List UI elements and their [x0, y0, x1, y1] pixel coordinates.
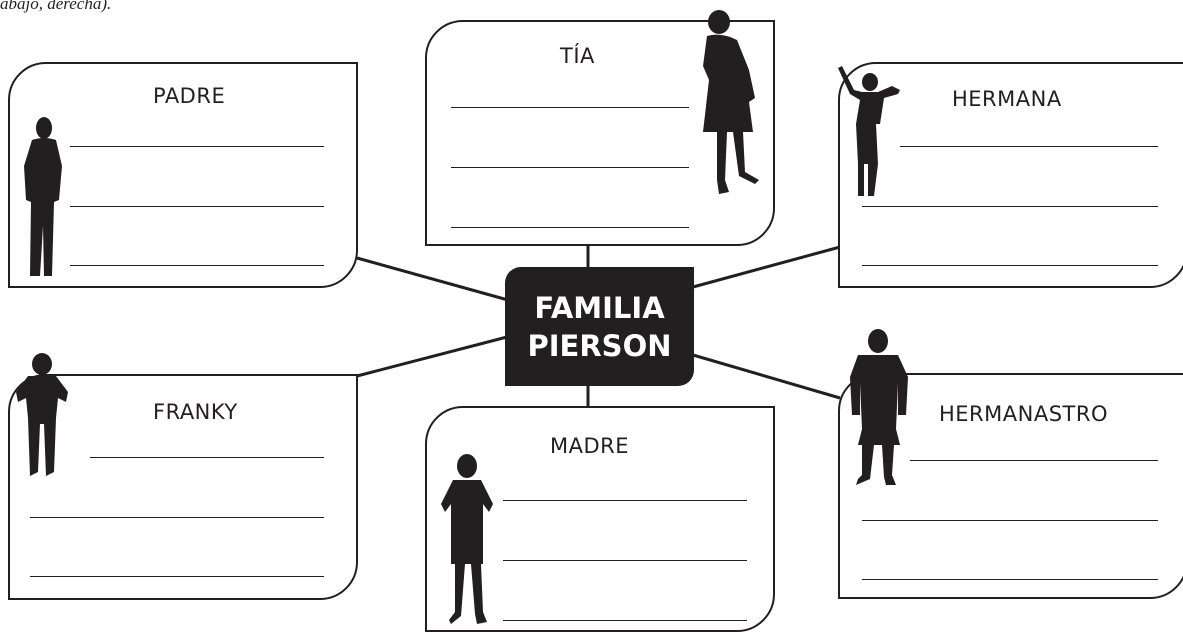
sister-silhouette-icon [838, 66, 900, 196]
hermana-label: HERMANA [952, 87, 1062, 111]
madre-answer-line-3[interactable] [503, 620, 747, 621]
connector-hermanastro [692, 353, 841, 400]
franky-answer-line-3[interactable] [30, 576, 324, 577]
hermanastro-label: HERMANASTRO [939, 402, 1108, 426]
madre-label: MADRE [550, 434, 630, 458]
tia-answer-line-3[interactable] [451, 227, 689, 228]
madre-box: MADRE [425, 406, 775, 632]
father-silhouette-icon [24, 117, 62, 276]
franky-answer-line-2[interactable] [30, 517, 324, 518]
center-title-line-2: PIERSON [527, 328, 672, 363]
hermana-box: HERMANA [838, 62, 1183, 288]
franky-label: FRANKY [153, 400, 238, 424]
franky-silhouette-icon [16, 353, 68, 476]
padre-answer-line-3[interactable] [70, 265, 324, 266]
franky-box: FRANKY [8, 353, 358, 600]
hermanastro-answer-line-2[interactable] [862, 520, 1158, 521]
tia-box: TÍA [425, 10, 775, 246]
instruction-text-fragment: abajo, derecha). [0, 0, 112, 13]
hermana-answer-line-1[interactable] [900, 146, 1158, 147]
hermanastro-answer-line-3[interactable] [862, 579, 1158, 580]
madre-answer-line-1[interactable] [503, 500, 747, 501]
tia-answer-line-1[interactable] [451, 107, 689, 108]
connector-padre [356, 256, 509, 302]
madre-answer-line-2[interactable] [503, 560, 747, 561]
hermanastro-answer-line-1[interactable] [910, 460, 1158, 461]
tia-answer-line-2[interactable] [451, 167, 689, 168]
mother-silhouette-icon [441, 454, 493, 624]
padre-answer-line-2[interactable] [70, 206, 324, 207]
hermana-answer-line-2[interactable] [862, 206, 1158, 207]
padre-box: PADRE [8, 62, 358, 288]
franky-answer-line-1[interactable] [90, 457, 324, 458]
connector-franky [356, 335, 508, 378]
stepbrother-silhouette-icon [850, 329, 908, 485]
hermana-answer-line-3[interactable] [862, 265, 1158, 266]
padre-label: PADRE [153, 84, 226, 108]
center-family-box: FAMILIA PIERSON [505, 267, 694, 386]
aunt-silhouette-icon [703, 10, 759, 194]
connector-hermana [692, 245, 841, 289]
tia-label: TÍA [560, 44, 595, 68]
hermanastro-box: HERMANASTRO [838, 329, 1183, 599]
center-title-line-1: FAMILIA [534, 290, 665, 325]
padre-answer-line-1[interactable] [70, 146, 324, 147]
